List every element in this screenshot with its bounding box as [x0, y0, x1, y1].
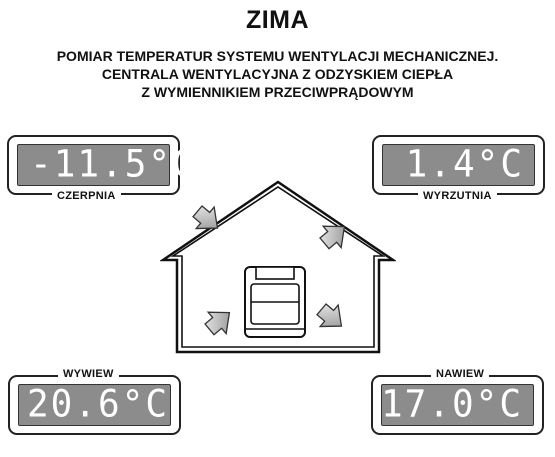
house-icon: [160, 180, 396, 354]
arrow-icon: [192, 205, 346, 336]
label-wyrzutnia: WYRZUTNIA: [418, 190, 497, 202]
subtitle-line-3: Z WYMIENNIKIEM PRZECIWPRĄDOWYM: [141, 84, 414, 100]
subtitle-line-2: CENTRALA WENTYLACYJNA Z ODZYSKIEM CIEPŁA: [101, 66, 454, 82]
display-wywiew: 20.6°C: [18, 384, 171, 426]
label-nawiew: NAWIEW: [431, 368, 490, 380]
panel-czerpnia: - 11.5°C CZERPNIA: [7, 135, 194, 202]
temperature-wywiew: 20.6°C: [27, 382, 170, 426]
label-czerpnia: CZERPNIA: [52, 190, 121, 202]
display-nawiew: 17.0°C: [381, 384, 534, 426]
temperature-nawiew: 17.0°C: [380, 382, 523, 426]
temperature-czerpnia: 11.5°C: [53, 142, 196, 186]
subtitle-line-1: POMIAR TEMPERATUR SYSTEMU WENTYLACJI MEC…: [56, 48, 499, 64]
sign-czerpnia: -: [30, 142, 54, 186]
panel-wywiew: 20.6°C WYWIEW: [8, 368, 181, 435]
page-title: ZIMA: [245, 6, 310, 34]
panel-nawiew: 17.0°C NAWIEW: [371, 368, 544, 435]
temperature-wyrzutnia: 1.4°C: [405, 142, 524, 186]
panel-wyrzutnia: 1.4°C WYRZUTNIA: [372, 135, 545, 202]
ventilation-unit-icon: [244, 266, 306, 338]
label-wywiew: WYWIEW: [58, 368, 119, 380]
display-wyrzutnia: 1.4°C: [382, 144, 535, 186]
display-czerpnia: - 11.5°C: [17, 142, 194, 186]
